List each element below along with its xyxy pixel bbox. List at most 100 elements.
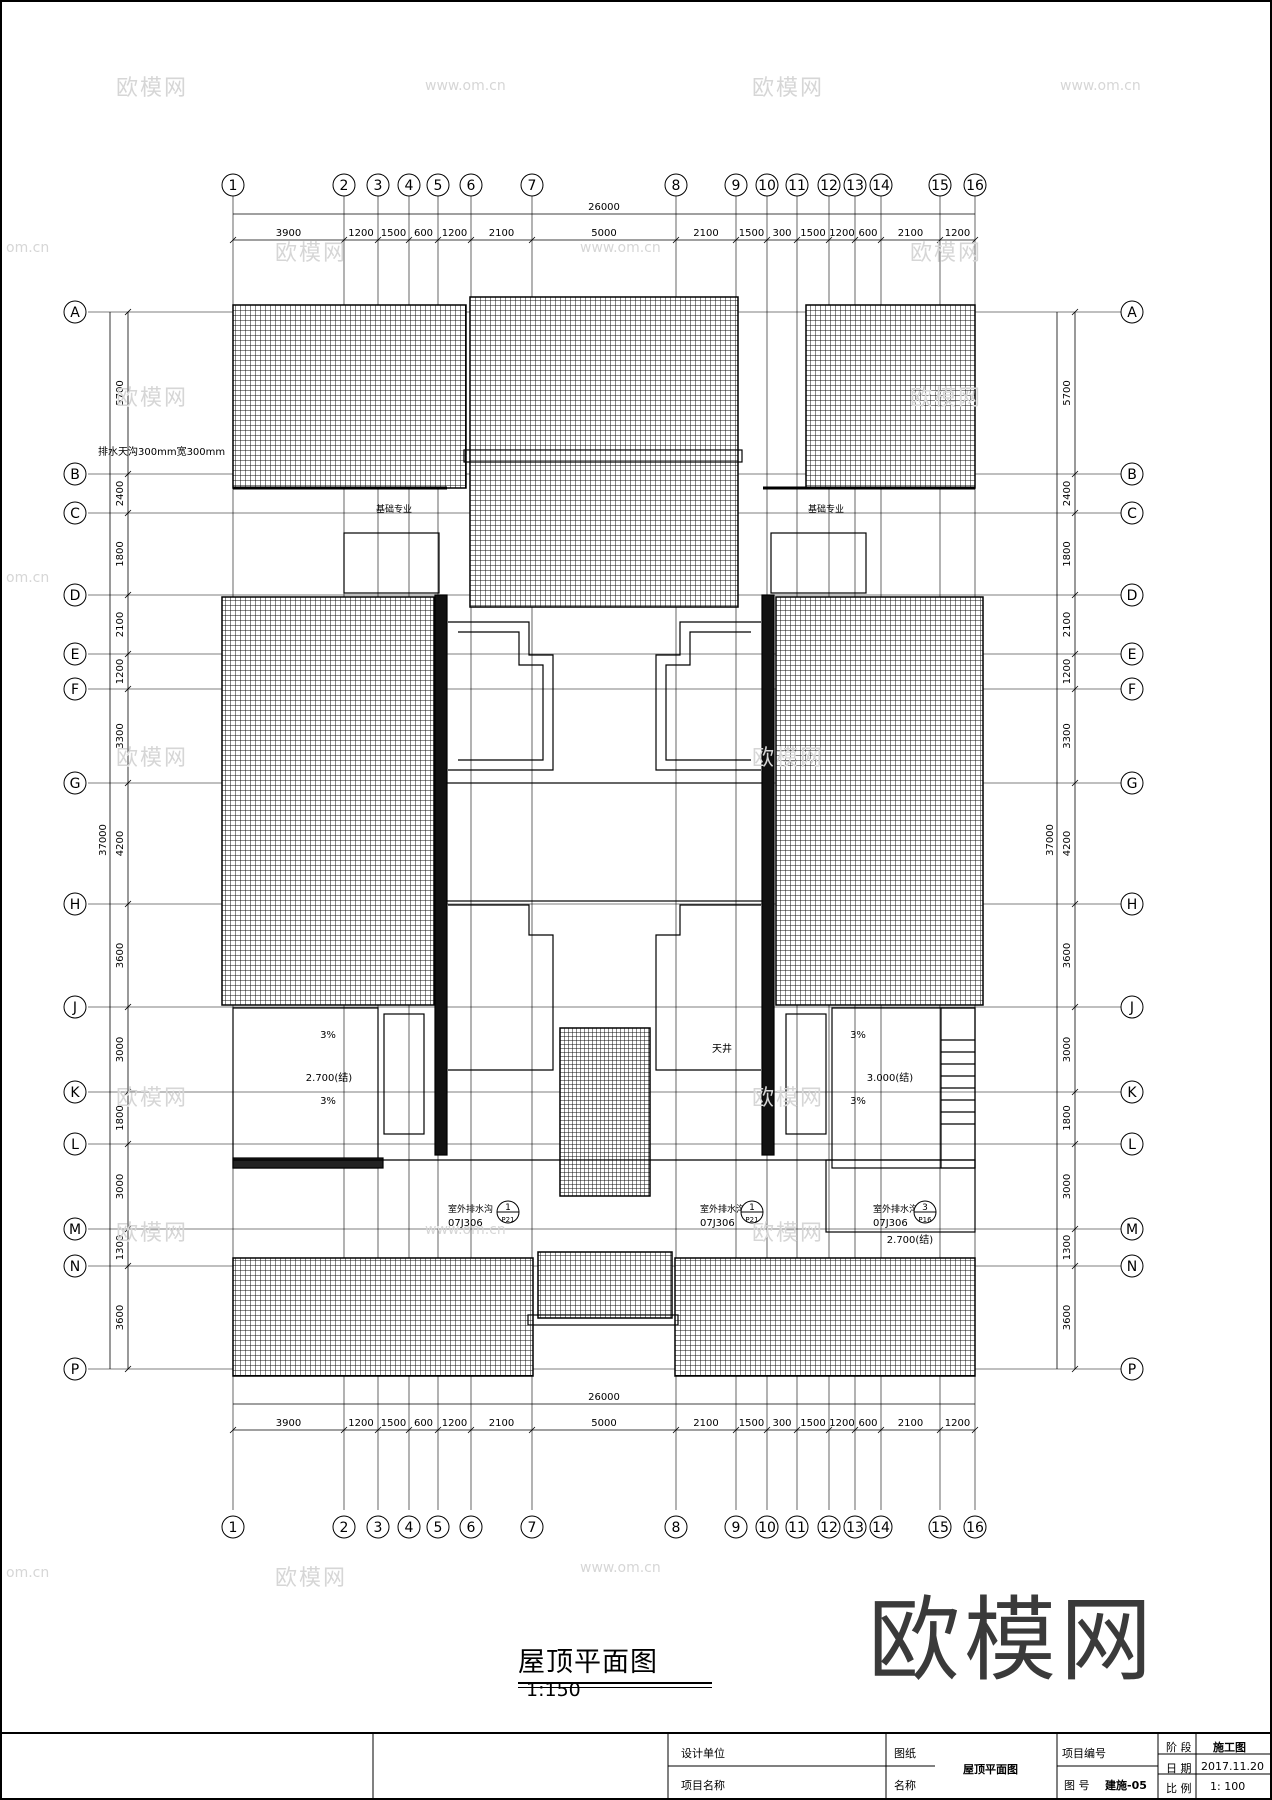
axis-col-bottom-1-label: 1 (229, 1520, 238, 1536)
dim-tick (825, 236, 833, 244)
dim-left-10: 3000 (115, 1174, 126, 1199)
dim-tick (467, 1426, 475, 1434)
axis-col-bottom-11-label: 11 (788, 1520, 806, 1536)
gutter-sw (232, 1157, 384, 1169)
title-underline (518, 1682, 712, 1684)
dim-tick (1071, 1088, 1079, 1096)
sheet-no-label: 图 号 (1064, 1779, 1090, 1792)
axis-row-right-P-circle (1120, 1357, 1144, 1381)
dim-tick (672, 236, 680, 244)
axis-col-top-9-label: 9 (732, 178, 741, 194)
axis-col-top-3-label: 3 (374, 178, 383, 194)
dim-top-6: 5000 (591, 228, 616, 239)
dim-tick (793, 1426, 801, 1434)
scale-value: 1: 100 (1210, 1780, 1246, 1793)
dim-tick (1071, 470, 1079, 478)
axis-row-left-K-circle (63, 1080, 87, 1104)
dim-right-12: 3600 (1062, 1305, 1073, 1330)
ridge-center (463, 449, 743, 463)
axis-col-top-3-circle (366, 173, 390, 197)
axis-row-left-F-circle (63, 677, 87, 701)
ref-bubble-sheet-2: P16 (918, 1216, 932, 1224)
axis-row-right-D-label: D (1127, 588, 1138, 604)
note-elev-bottom: 2.700(结) (887, 1233, 934, 1246)
dim-tick (124, 1088, 132, 1096)
dimension-lines (109, 213, 1079, 1434)
axis-col-bottom-14-circle (869, 1515, 893, 1539)
dim-total-top: 26000 (588, 202, 620, 213)
axis-row-right-L-label: L (1128, 1137, 1136, 1153)
note-courtyard: 天井 (712, 1042, 732, 1055)
axis-col-top-2-label: 2 (340, 178, 349, 194)
drawing-label: 图纸 (894, 1747, 916, 1760)
axis-col-bottom-2-label: 2 (340, 1520, 349, 1536)
axis-col-top-11-label: 11 (788, 178, 806, 194)
axis-row-left-K-label: K (70, 1085, 80, 1101)
axis-col-top-15-label: 15 (931, 178, 949, 194)
axis-row-right-A-circle (1120, 300, 1144, 324)
dim-bottom-14: 1200 (945, 1418, 970, 1429)
dim-tick (124, 1140, 132, 1148)
note-drain-2: 室外排水沟 (700, 1203, 745, 1215)
dim-bottom-12: 600 (858, 1418, 877, 1429)
axis-col-bottom-6-circle (459, 1515, 483, 1539)
dim-tick (124, 591, 132, 599)
dim-tick (124, 685, 132, 693)
dim-bottom-4: 1200 (442, 1418, 467, 1429)
dim-total-right: 37000 (1045, 824, 1056, 856)
courtyard-nw-outline (448, 621, 554, 771)
axis-row-left-L-circle (63, 1132, 87, 1156)
courtyard-nw-inner (458, 631, 544, 761)
axis-col-bottom-9-label: 9 (732, 1520, 741, 1536)
axis-col-bottom-13-circle (843, 1515, 867, 1539)
note-drain-3: 室外排水沟 (873, 1203, 918, 1215)
note-drain-1: 室外排水沟 (448, 1203, 493, 1215)
dim-tick (1071, 685, 1079, 693)
axis-row-left-H-circle (63, 892, 87, 916)
axis-row-right-L-circle (1120, 1132, 1144, 1156)
dim-top-8: 1500 (739, 228, 764, 239)
courtyard-ne-inner (665, 631, 751, 761)
dim-tick (1071, 650, 1079, 658)
axis-col-top-13-label: 13 (846, 178, 864, 194)
axis-col-top-12-label: 12 (820, 178, 838, 194)
roof-gate-upper (537, 1251, 673, 1319)
axis-row-left-C-label: C (70, 506, 80, 522)
dim-right-0: 5700 (1062, 380, 1073, 405)
dim-total-left: 37000 (98, 824, 109, 856)
axis-col-bottom-9-circle (724, 1515, 748, 1539)
axis-col-top-11-circle (785, 173, 809, 197)
axis-row-right-G-label: G (1127, 776, 1138, 792)
dim-tick (124, 308, 132, 316)
dim-tick (340, 236, 348, 244)
axis-row-left-J-circle (63, 995, 87, 1019)
ref-bubble-sheet-1: P21 (745, 1216, 758, 1224)
dim-bottom-10: 1500 (800, 1418, 825, 1429)
axis-row-left-P-circle (63, 1357, 87, 1381)
dim-tick (374, 236, 382, 244)
ref-bubble-num-1: 1 (749, 1203, 755, 1213)
dim-tick (124, 779, 132, 787)
dim-tick (405, 236, 413, 244)
axis-row-right-A-label: A (1127, 305, 1137, 321)
wall-east-thick (761, 594, 775, 1156)
dim-total-bottom: 26000 (588, 1392, 620, 1403)
dim-tick (825, 1426, 833, 1434)
axis-col-top-13-circle (843, 173, 867, 197)
room-se-lower (825, 1159, 976, 1233)
axis-col-top-16-circle (963, 173, 987, 197)
dim-top-14: 1200 (945, 228, 970, 239)
dim-left-2: 1800 (115, 541, 126, 566)
dim-tick (229, 236, 237, 244)
axis-row-right-J-circle (1120, 995, 1144, 1019)
dim-right-7: 3600 (1062, 943, 1073, 968)
note-gutter: 排水天沟300mm宽300mm (98, 445, 225, 458)
dim-tick (732, 236, 740, 244)
axis-col-bottom-16-label: 16 (966, 1520, 984, 1536)
axis-row-right-M-label: M (1126, 1222, 1138, 1238)
roof-top-left (232, 304, 467, 489)
axis-col-bottom-10-circle (755, 1515, 779, 1539)
axis-col-top-6-label: 6 (467, 178, 476, 194)
axis-row-left-J-label: J (72, 1000, 77, 1016)
dim-top-3: 600 (414, 228, 433, 239)
